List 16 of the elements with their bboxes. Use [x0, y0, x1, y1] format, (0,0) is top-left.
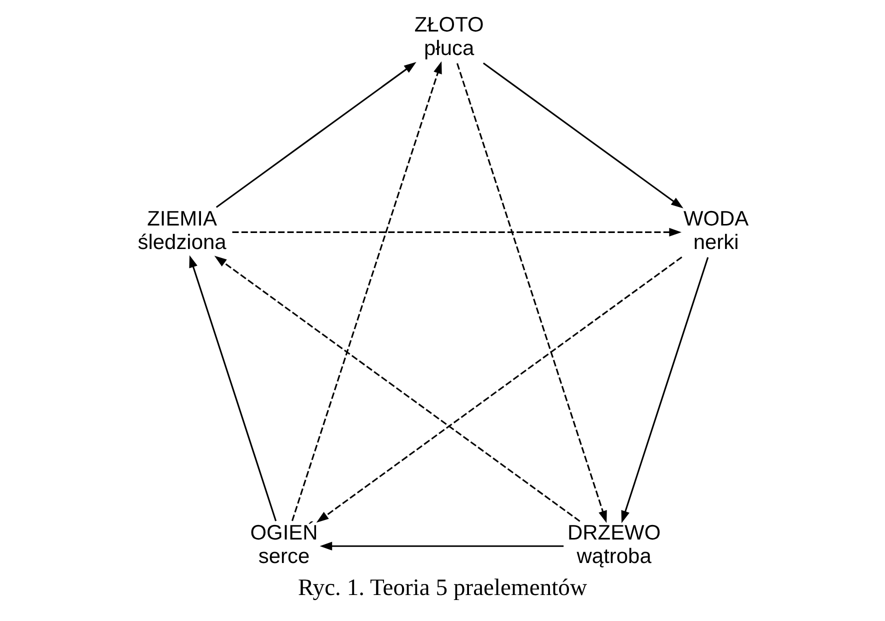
node-text: WODA nerki	[683, 207, 749, 254]
arrow	[320, 542, 564, 550]
arrow	[232, 228, 682, 237]
arrow	[456, 63, 607, 524]
arrow	[316, 256, 682, 523]
arrow	[189, 255, 277, 522]
arrow	[214, 256, 580, 522]
caption: Ryc. 1. Teoria 5 praelementów	[298, 575, 587, 602]
node-text: ZIEMIA śledziona	[138, 207, 226, 254]
arrow	[291, 61, 442, 522]
arrow	[621, 257, 709, 524]
arrow	[216, 62, 416, 208]
node-text: OGIEŃ serce	[250, 521, 318, 568]
arrow	[482, 62, 684, 208]
node-text: ZŁOTO płuca	[414, 13, 484, 60]
node-text: DRZEWO wątroba	[568, 521, 661, 568]
